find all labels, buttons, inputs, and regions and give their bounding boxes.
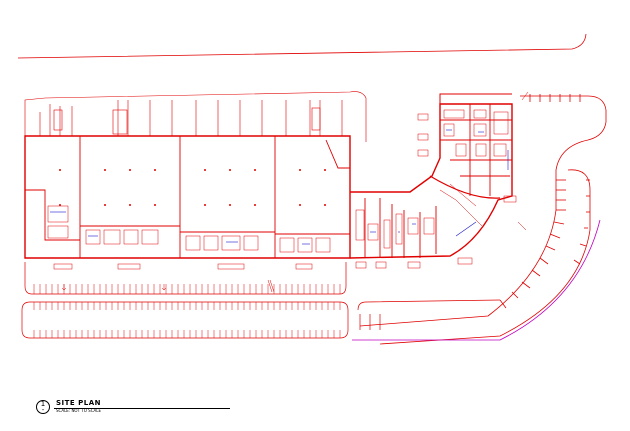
scale-note: SCALE: NOT TO SCALE xyxy=(56,408,101,413)
rear-loading-area xyxy=(24,91,367,142)
fixtures xyxy=(50,129,509,245)
front-parking xyxy=(21,262,501,339)
detail-number: 1 xyxy=(40,400,46,408)
tenant-walls xyxy=(25,104,512,258)
drawing-title: SITE PLAN xyxy=(56,399,102,407)
column-grid xyxy=(59,169,326,206)
drive-aisle-arrows xyxy=(61,91,529,293)
accent-curb xyxy=(352,219,601,341)
title-block: 1 - SITE PLAN SCALE: NOT TO SCALE xyxy=(36,398,236,420)
title-underline xyxy=(54,408,230,409)
east-parking xyxy=(359,94,607,345)
building-outline xyxy=(24,93,513,259)
room-details xyxy=(47,109,509,253)
tenant-tags xyxy=(53,113,517,270)
sheet-reference: - xyxy=(41,406,45,414)
parking-stalls xyxy=(33,284,341,338)
detail-number-bubble: 1 - xyxy=(36,400,50,414)
property-line xyxy=(17,33,587,59)
